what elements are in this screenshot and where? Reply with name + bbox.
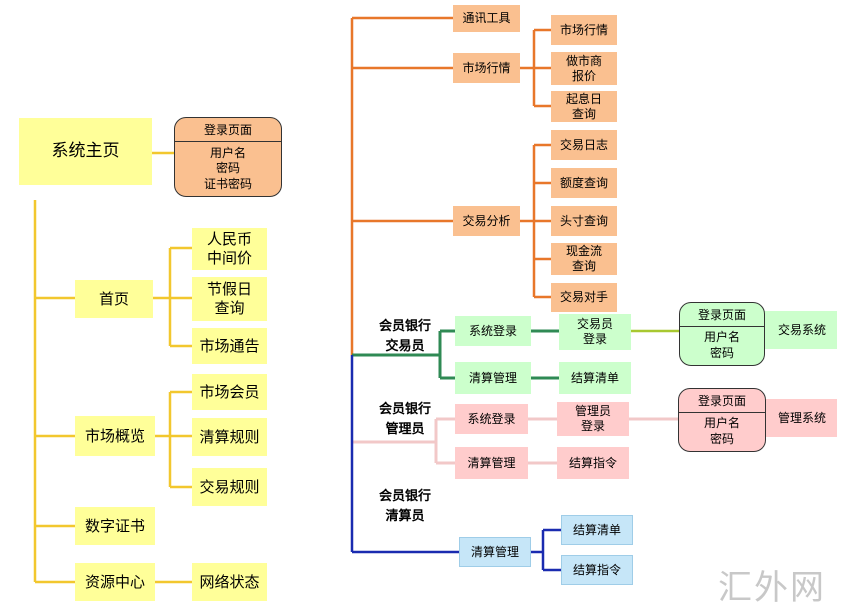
node-market-quotes-sub: 市场行情 [551, 15, 617, 45]
node-market-members: 市场会员 [192, 374, 267, 410]
root-node-home-system: 系统主页 [19, 118, 152, 185]
node-resource-center: 资源中心 [75, 563, 155, 601]
admin-login-page-box: 登录页面 用户名 密码 [678, 388, 766, 452]
node-value-date-query: 起息日 查询 [551, 91, 617, 122]
watermark-text: 汇外网 [718, 568, 826, 608]
node-comm-tools: 通讯工具 [453, 5, 520, 32]
login-page-title: 登录页面 [175, 118, 281, 142]
node-position-query: 头寸查询 [551, 206, 617, 236]
left-tree-lines [33, 151, 192, 584]
blue-lines [350, 355, 561, 572]
node-settlement-list: 结算清单 [559, 362, 631, 394]
node-clearer-clearing: 清算管理 [459, 537, 531, 567]
node-quota-query: 额度查询 [551, 168, 617, 198]
node-admin-clearing: 清算管理 [455, 447, 528, 479]
node-market-maker-quotes: 做市商 报价 [551, 52, 617, 85]
node-counterparty: 交易对手 [551, 283, 617, 312]
node-trader-system-login: 系统登录 [455, 316, 531, 346]
node-clearer-settlement-instructions: 结算指令 [561, 555, 633, 585]
login-page-box: 登录页面 用户名 密码 证书密码 [174, 117, 282, 197]
trading-system-label: 交易系统 [777, 322, 826, 337]
node-holiday-query: 节假日 查询 [192, 277, 267, 321]
node-trading-rules: 交易规则 [192, 468, 267, 506]
node-market-quotes: 市场行情 [453, 53, 520, 83]
admin-system-label: 管理系统 [777, 410, 826, 425]
admin-login-page-fields: 用户名 密码 [703, 416, 740, 446]
node-home: 首页 [75, 280, 153, 318]
node-trade-analysis: 交易分析 [453, 206, 520, 236]
node-trader-clearing: 清算管理 [455, 362, 531, 394]
green-lines [352, 329, 559, 380]
role-trader-label: 会员银行 交易员 [378, 319, 431, 354]
node-cashflow-query: 现金流 查询 [551, 243, 617, 275]
pink-lines [352, 417, 679, 465]
trader-login-page-box: 登录页面 用户名 密码 [679, 302, 765, 366]
login-page-fields: 用户名 密码 证书密码 [203, 145, 252, 191]
node-settlement-instructions: 结算指令 [557, 447, 629, 479]
node-trade-log: 交易日志 [551, 130, 617, 160]
node-admin-system-login: 系统登录 [455, 404, 528, 434]
node-clearer-settlement-list: 结算清单 [561, 515, 633, 545]
node-network-status: 网络状态 [192, 563, 267, 601]
node-rmb-mid-rate: 人民币 中间价 [192, 228, 267, 270]
node-market-notice: 市场通告 [192, 328, 267, 364]
role-clearer-label: 会员银行 清算员 [378, 489, 431, 524]
node-market-overview: 市场概览 [75, 416, 155, 456]
node-admin-login: 管理员 登录 [557, 402, 629, 436]
trader-login-page-fields: 用户名 密码 [703, 330, 740, 360]
role-admin-label: 会员银行 管理员 [378, 402, 431, 437]
admin-login-page-title: 登录页面 [679, 389, 765, 413]
trader-login-page-title: 登录页面 [680, 303, 764, 327]
orange-lines [350, 16, 551, 355]
node-digital-certificate: 数字证书 [75, 507, 155, 545]
node-clearing-rules: 清算规则 [192, 418, 267, 456]
node-trader-login: 交易员 登录 [559, 314, 631, 350]
